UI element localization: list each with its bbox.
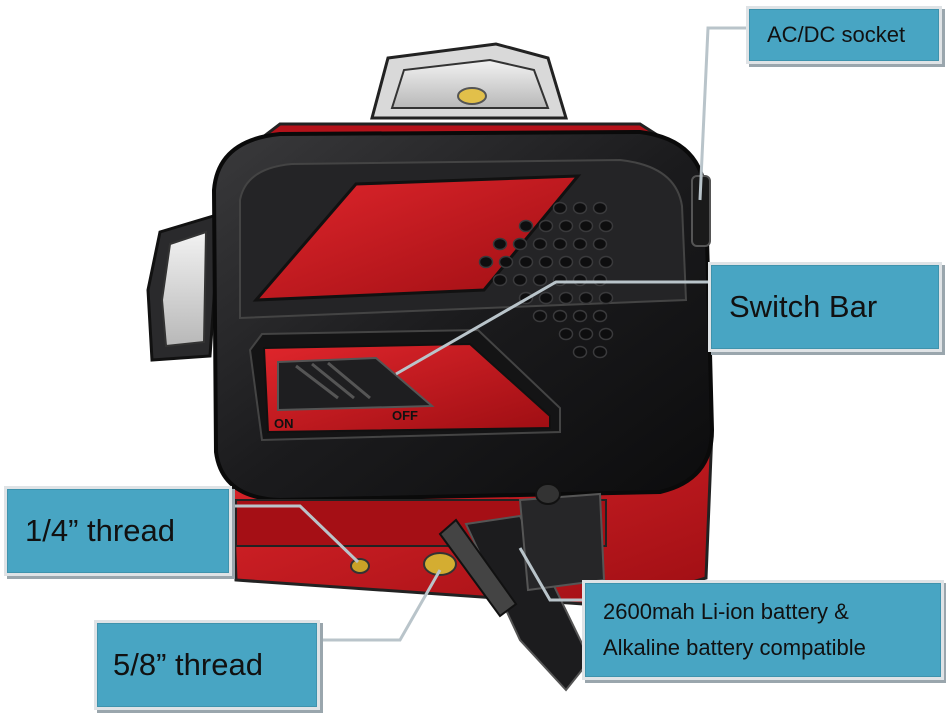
- grille-dot: [552, 237, 568, 251]
- red-diagonal-stripe: [252, 174, 582, 302]
- grille-dot: [532, 309, 548, 323]
- grille-dot: [598, 219, 614, 233]
- quarter-thread-callout: 1/4” thread: [4, 486, 232, 576]
- grille-dot: [572, 201, 588, 215]
- grille-dot: [572, 273, 588, 287]
- grille-dot: [578, 255, 594, 269]
- grille-dot: [578, 219, 594, 233]
- quarter-thread-hole: [350, 558, 370, 574]
- grille-dot: [572, 309, 588, 323]
- battery-callout: 2600mah Li-ion battery & Alkaline batter…: [582, 580, 944, 680]
- slider-grip-ridges: [295, 361, 371, 400]
- grille-dot: [492, 273, 508, 287]
- speaker-grille: [478, 201, 614, 359]
- leader-battery: [518, 547, 582, 602]
- grille-dot: [532, 273, 548, 287]
- grille-dot: [538, 255, 554, 269]
- grille-dot: [558, 291, 574, 305]
- grille-dot: [512, 237, 528, 251]
- kick-stand: [438, 518, 518, 618]
- battery-label-line2: Alkaline battery compatible: [603, 635, 866, 660]
- grille-dot: [592, 273, 608, 287]
- grille-dot: [592, 237, 608, 251]
- battery-door: [464, 514, 592, 692]
- grille-dot: [518, 219, 534, 233]
- acdc-socket-label: AC/DC socket: [767, 22, 906, 47]
- grille-dot: [598, 291, 614, 305]
- grille-dot: [558, 219, 574, 233]
- grille-dot: [598, 255, 614, 269]
- top-laser-window: [370, 42, 569, 120]
- grille-dot: [518, 255, 534, 269]
- switch-bar-label: Switch Bar: [729, 289, 878, 324]
- grille-dot: [592, 309, 608, 323]
- grille-dot: [552, 201, 568, 215]
- grille-dot: [572, 237, 588, 251]
- acdc-socket-callout: AC/DC socket: [746, 6, 942, 64]
- grille-dot: [532, 237, 548, 251]
- side-laser-window: [146, 211, 222, 362]
- grille-dot: [498, 255, 514, 269]
- grille-dot: [512, 273, 528, 287]
- battery-latch: [518, 492, 606, 592]
- grille-dot: [538, 291, 554, 305]
- leader-lines: [232, 26, 746, 642]
- five-eighth-thread-hole: [423, 552, 457, 576]
- grille-dot: [492, 237, 508, 251]
- battery-label-line1: 2600mah Li-ion battery &: [603, 599, 849, 624]
- leader-acdc: [698, 26, 746, 201]
- grille-dot: [558, 255, 574, 269]
- switch-off-marking: OFF: [392, 408, 418, 423]
- latch-knob: [535, 483, 561, 505]
- grille-dot: [572, 345, 588, 359]
- grille-dot: [552, 309, 568, 323]
- grille-dot: [592, 201, 608, 215]
- grille-dot: [478, 255, 494, 269]
- grille-dot: [598, 327, 614, 341]
- leader-switch: [395, 280, 708, 376]
- grille-dot: [592, 345, 608, 359]
- switch-bar-callout: Switch Bar: [708, 262, 942, 352]
- grille-dot: [578, 327, 594, 341]
- grille-dot: [558, 327, 574, 341]
- grille-dot: [578, 291, 594, 305]
- switch-on-marking: ON: [274, 416, 294, 431]
- quarter-thread-label: 1/4” thread: [25, 513, 175, 548]
- five-eighth-thread-label: 5/8” thread: [113, 647, 263, 682]
- leader-quarter: [232, 504, 360, 564]
- grille-dot: [538, 219, 554, 233]
- five-eighth-thread-callout: 5/8” thread: [94, 620, 320, 710]
- leader-five-eighth: [320, 569, 442, 642]
